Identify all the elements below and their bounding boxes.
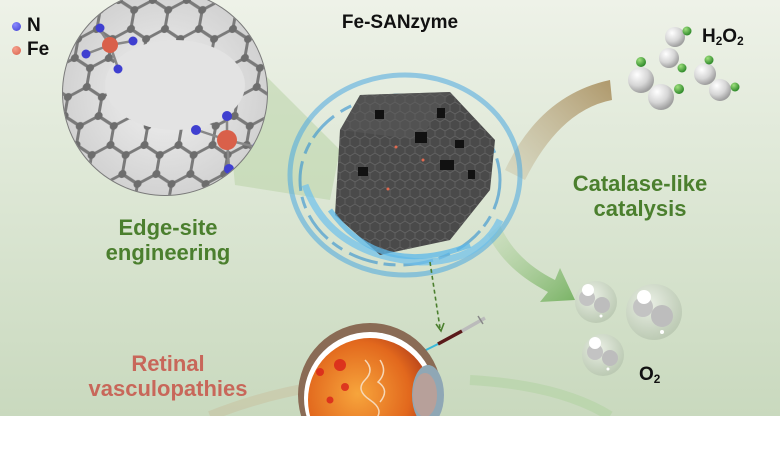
legend-label-n: N (27, 15, 41, 36)
h2o2-formula: H2O2 (702, 26, 744, 48)
o2-bubble (582, 334, 624, 376)
atom-legend: N Fe (12, 14, 49, 62)
o2-bubble (575, 281, 617, 323)
retinal-line1: Retinal (131, 351, 205, 376)
h2o2-molecules (628, 26, 740, 110)
catalase-line1: Catalase-like (572, 171, 708, 196)
legend-item-fe: Fe (12, 38, 49, 62)
arc-to-o2 (488, 225, 575, 302)
syringe-icon (419, 315, 486, 354)
o2-formula: O2 (639, 364, 661, 386)
fe-n4-site (81, 23, 138, 74)
catalase-catalysis-label: Catalase-like catalysis (545, 171, 735, 221)
o2-bubble (626, 284, 682, 340)
legend-label-fe: Fe (27, 39, 50, 60)
nitrogen-dot-icon (12, 21, 21, 31)
edge-site-line2: engineering (105, 239, 231, 265)
arc-to-h2o2 (505, 80, 612, 180)
eye-cross-section (298, 323, 444, 416)
o2-bubbles (575, 281, 682, 376)
water-splash (287, 72, 523, 278)
edge-site-engineering-label: Edge-site engineering (88, 215, 248, 265)
catalase-line2: catalysis (593, 195, 687, 221)
fe-sanzyme-particle (335, 92, 495, 255)
figure-title: Fe-SANzyme (341, 12, 459, 33)
legend-item-n: N (12, 14, 49, 38)
retinal-vasculopathies-label: Retinal vasculopathies (68, 351, 268, 401)
figure-canvas: N Fe Fe-SANzyme Edge-site engineering Ca… (0, 0, 780, 416)
graphene-zoom-circle (62, 0, 268, 196)
edge-site-line1: Edge-site (118, 215, 218, 240)
iron-dot-icon (12, 45, 21, 55)
retinal-line2: vasculopathies (88, 375, 248, 401)
illustration (62, 0, 740, 416)
